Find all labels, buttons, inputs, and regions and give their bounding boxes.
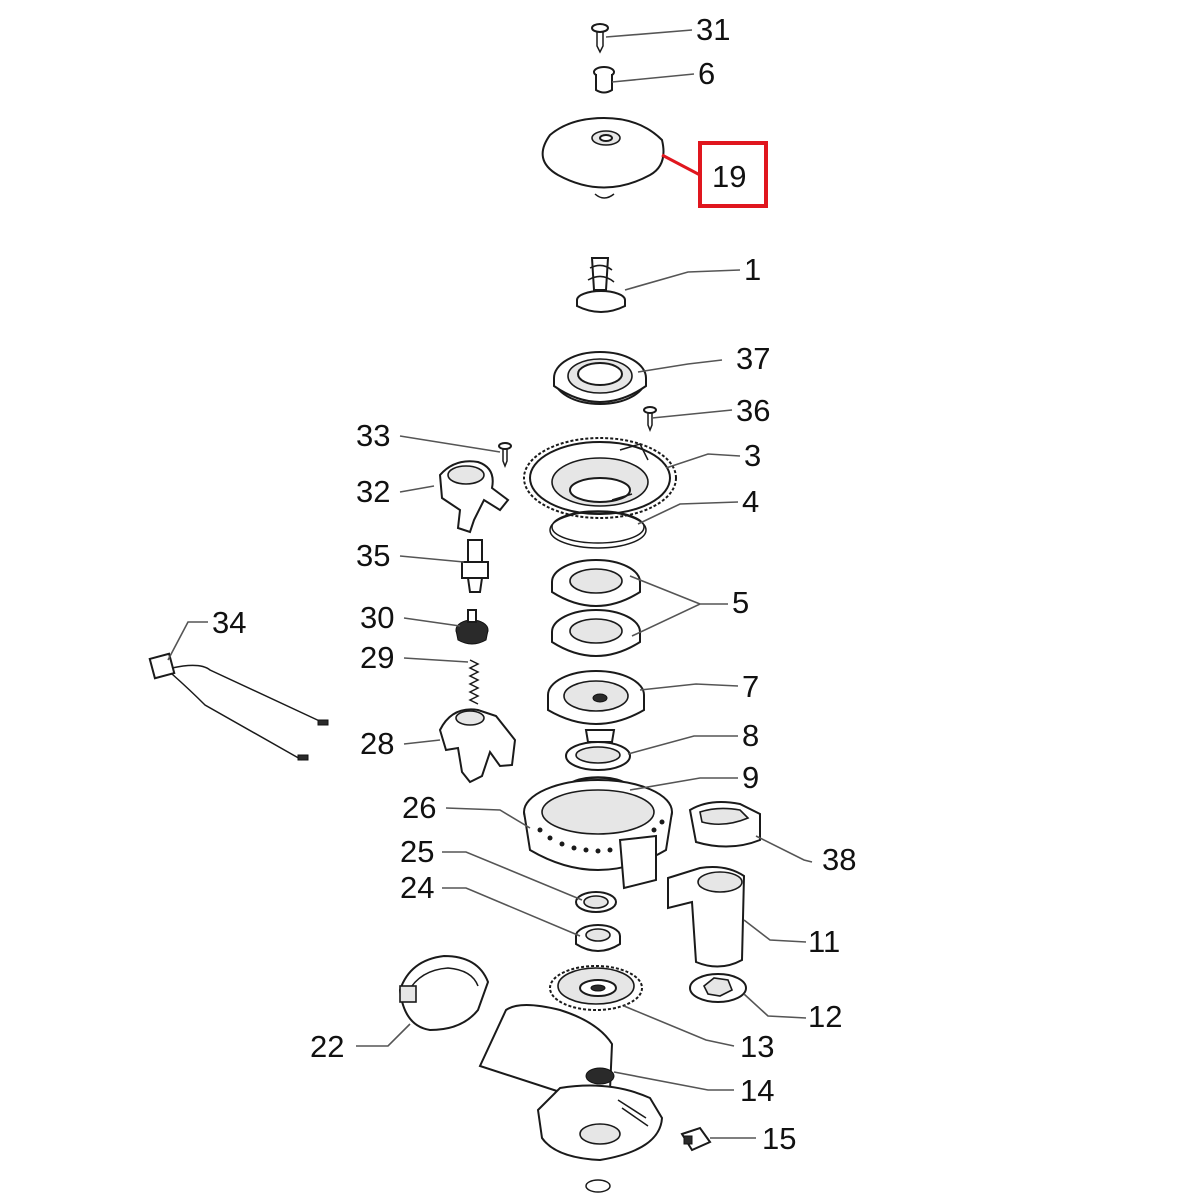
part-38-sleeve bbox=[688, 801, 761, 848]
leader-lines bbox=[167, 29, 813, 1139]
part-5-bearing-rings bbox=[551, 559, 641, 657]
callout-36: 36 bbox=[736, 393, 770, 428]
callout-13: 13 bbox=[740, 1029, 774, 1064]
part-12-ring bbox=[689, 973, 747, 1003]
callout-25: 25 bbox=[400, 834, 434, 869]
callout-12: 12 bbox=[808, 999, 842, 1034]
callout-29: 29 bbox=[360, 640, 394, 675]
callout-35: 35 bbox=[356, 538, 390, 573]
callout-4: 4 bbox=[742, 484, 759, 519]
part-25-washer bbox=[575, 891, 617, 913]
part-24-bushing bbox=[575, 924, 621, 952]
callout-19: 19 bbox=[712, 159, 746, 194]
callout-32: 32 bbox=[356, 474, 390, 509]
part-1-spindle bbox=[576, 257, 626, 313]
part-4-o-ring bbox=[549, 510, 647, 549]
callout-38: 38 bbox=[822, 842, 856, 877]
part-29-spring bbox=[468, 659, 480, 705]
part-3-gear-ring bbox=[523, 437, 677, 519]
callout-30: 30 bbox=[360, 600, 394, 635]
part-15-plug bbox=[680, 1126, 712, 1152]
callout-9: 9 bbox=[742, 760, 759, 795]
part-33-screw bbox=[498, 442, 512, 469]
part-7-impeller-plate bbox=[547, 670, 645, 743]
callout-labels: 31 6 19 1 37 36 33 3 32 4 35 5 34 30 29 … bbox=[212, 12, 856, 1156]
part-19-cover bbox=[541, 116, 665, 199]
callout-22: 22 bbox=[310, 1029, 344, 1064]
callout-37: 37 bbox=[736, 341, 770, 376]
callout-14: 14 bbox=[740, 1073, 774, 1108]
part-14-motor bbox=[478, 1004, 664, 1193]
part-19-highlight-box bbox=[698, 141, 768, 208]
part-35-shaft bbox=[461, 539, 489, 593]
callout-11: 11 bbox=[808, 924, 840, 959]
part-32-bracket bbox=[438, 460, 510, 534]
part-13-impeller bbox=[549, 965, 643, 1011]
part-36-screw bbox=[643, 406, 657, 433]
callout-7: 7 bbox=[742, 669, 759, 704]
part-8-seal bbox=[565, 741, 631, 771]
callout-26: 26 bbox=[402, 790, 436, 825]
callout-3: 3 bbox=[744, 438, 761, 473]
part-11-discharge-chute bbox=[667, 866, 746, 968]
callout-34: 34 bbox=[212, 605, 246, 640]
part-6-bushing bbox=[593, 66, 615, 94]
part-22-clamp bbox=[398, 954, 490, 1032]
part-28-housing-bracket bbox=[438, 708, 517, 784]
callout-15: 15 bbox=[762, 1121, 796, 1156]
callout-31: 31 bbox=[696, 12, 730, 47]
callout-1: 1 bbox=[744, 252, 761, 287]
callout-33: 33 bbox=[356, 418, 390, 453]
callout-24: 24 bbox=[400, 870, 434, 905]
callout-6: 6 bbox=[698, 56, 715, 91]
part-37-seal bbox=[553, 351, 647, 405]
part-26-grinding-chamber bbox=[523, 779, 673, 890]
part-34-wire-harness bbox=[148, 652, 329, 761]
callout-28: 28 bbox=[360, 726, 394, 761]
callout-5: 5 bbox=[732, 585, 749, 620]
part-30-gear bbox=[455, 609, 489, 645]
part-31-screw bbox=[591, 23, 609, 54]
callout-8: 8 bbox=[742, 718, 759, 753]
